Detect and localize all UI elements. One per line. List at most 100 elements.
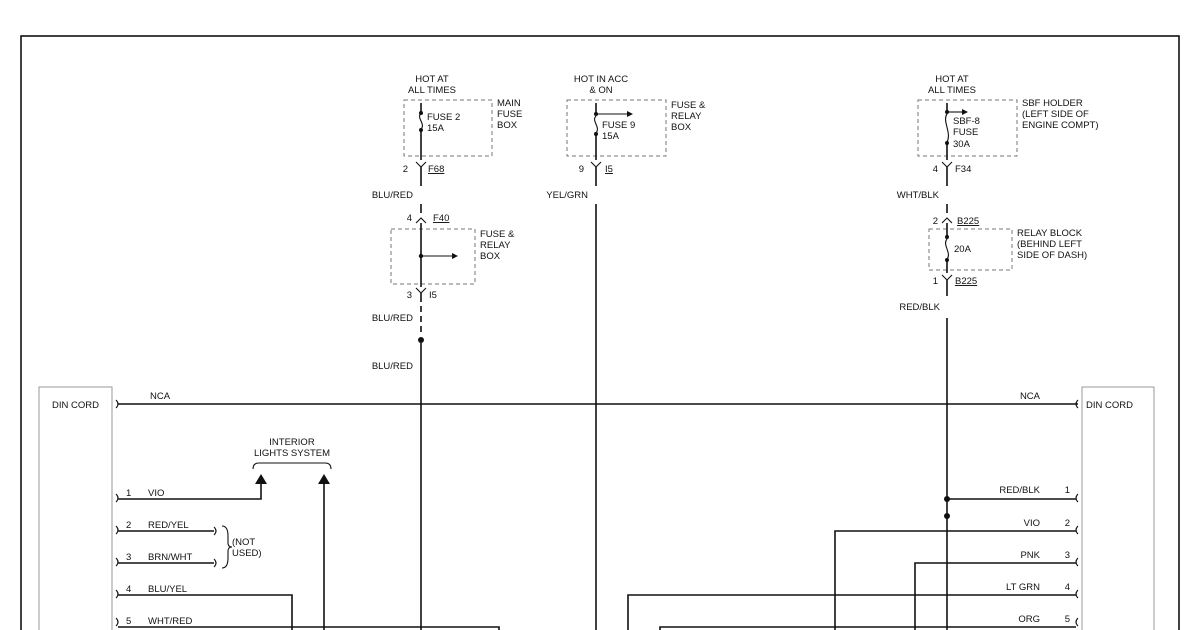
din-left-pin-3-num: 3 — [126, 552, 131, 563]
main-wire-mid: BLU/RED — [372, 313, 413, 324]
main-fuse-box-outline — [403, 99, 493, 157]
sbf-arrow-icon — [962, 109, 968, 115]
acc-source-title-1: HOT IN ACC — [574, 74, 628, 85]
acc-fuse-box-label-2: RELAY — [671, 111, 702, 122]
din-right-pin-4-wire: LT GRN — [1006, 582, 1040, 593]
din-right-pin-1-num: 1 — [1065, 485, 1070, 496]
relay-block-connector-bottom: B225 — [955, 276, 977, 287]
main-pin: 2 — [403, 164, 408, 175]
sbf-wire-low: RED/BLK — [899, 302, 940, 313]
fuse-9-label: FUSE 9 — [602, 120, 635, 131]
fuse-relay-box-outline — [390, 228, 476, 285]
relay-block-fuse-rating: 20A — [954, 244, 972, 255]
sbf-connector: F34 — [955, 164, 971, 175]
sbf-8-rating: 30A — [953, 139, 971, 150]
din-right-pin-3-num: 3 — [1065, 550, 1070, 561]
diagram-frame — [20, 35, 1180, 630]
main-source-title-1: HOT AT — [415, 74, 449, 85]
main-fuse-box-label-3: BOX — [497, 120, 518, 131]
acc-fuse-box-label-1: FUSE & — [671, 100, 706, 111]
sbf-8-type: FUSE — [953, 127, 978, 138]
connector-i5-acc-icon — [590, 161, 602, 168]
din-right-pin-2-num: 2 — [1065, 518, 1070, 529]
interior-lights-arrow-icon — [255, 474, 267, 484]
din-right-pin-1-wire: RED/BLK — [999, 485, 1040, 496]
din-right-nca: NCA — [1020, 391, 1041, 402]
fuse-relay-box-label-3: BOX — [480, 251, 501, 262]
connector-b225-top-icon — [941, 217, 953, 224]
not-used-brace — [221, 525, 233, 569]
relay-block-label-1: RELAY BLOCK — [1017, 228, 1083, 239]
sbf-wire-top: WHT/BLK — [897, 190, 940, 201]
acc-fuse-box-outline — [566, 99, 667, 157]
connector-i5-icon — [415, 287, 427, 294]
relay-block-pin-top: 2 — [933, 216, 938, 227]
sbf-holder-label-1: SBF HOLDER — [1022, 98, 1083, 109]
acc-arrow-icon — [627, 111, 633, 117]
din-cord-right-label: DIN CORD — [1086, 400, 1133, 411]
relay-arrow-icon — [452, 253, 458, 259]
fuse-relay-box-label-1: FUSE & — [480, 229, 515, 240]
din-left-pin-1-num: 1 — [126, 488, 131, 499]
din-right-pin-5-wire: ORG — [1018, 614, 1040, 625]
not-used-label-1: (NOT — [232, 537, 255, 548]
sbf-8-fuse-icon — [945, 113, 949, 143]
relay-box-pin-bottom: 3 — [407, 290, 412, 301]
relay-block-outline — [928, 228, 1013, 271]
interior-lights-label-1: INTERIOR — [269, 437, 315, 448]
din-right-pin-2-wire: VIO — [1024, 518, 1040, 529]
din-cord-left: DIN CORD NCA 1 VIO 2 RED/YEL 3 BRN/WHT (… — [38, 386, 1078, 630]
fuse-9-rating: 15A — [602, 131, 620, 142]
splice-point — [418, 337, 424, 343]
din-left-pin-3-wire: BRN/WHT — [148, 552, 193, 563]
relay-block-connector-top: B225 — [957, 216, 979, 227]
din-cord-right: DIN CORD NCA RED/BLK 1 VIO 2 PNK 3 LT GR… — [627, 386, 1155, 630]
sbf-8-label: SBF-8 — [953, 116, 980, 127]
relay-block-pin-bottom: 1 — [933, 276, 938, 287]
acc-fuse-box-label-3: BOX — [671, 122, 692, 133]
relay-block-label-2: (BEHIND LEFT — [1017, 239, 1082, 250]
sbf-source-title-1: HOT AT — [935, 74, 969, 85]
relay-box-connector-top: F40 — [433, 213, 449, 224]
fuse-9-icon — [594, 115, 598, 134]
fuse-2-label: FUSE 2 — [427, 112, 460, 123]
din-left-pin-4-wire: BLU/YEL — [148, 584, 187, 595]
acc-wire: YEL/GRN — [546, 190, 588, 201]
fuse-2-rating: 15A — [427, 123, 445, 134]
acc-fuse-source: HOT IN ACC & ON FUSE & RELAY BOX FUSE 9 … — [546, 74, 706, 630]
sbf-source-title-2: ALL TIMES — [928, 85, 976, 96]
relay-block-label-3: SIDE OF DASH) — [1017, 250, 1087, 261]
main-wire-top: BLU/RED — [372, 190, 413, 201]
sbf-holder-label-3: ENGINE COMPT) — [1022, 120, 1099, 131]
din-right-pin-4-num: 4 — [1065, 582, 1070, 593]
sbf-pin: 4 — [933, 164, 938, 175]
acc-source-title-2: & ON — [589, 85, 612, 96]
relay-box-connector-bottom: I5 — [429, 290, 437, 301]
din-left-pin-5-num: 5 — [126, 616, 131, 627]
din-left-nca: NCA — [150, 391, 171, 402]
sbf-holder-label-2: (LEFT SIDE OF — [1022, 109, 1089, 120]
main-fuse-box-label-1: MAIN — [497, 98, 521, 109]
main-fuse-box-label-2: FUSE — [497, 109, 522, 120]
fuse-2-icon — [419, 112, 423, 130]
din-left-pin-2-num: 2 — [126, 520, 131, 531]
not-used-label-2: USED) — [232, 548, 262, 559]
connector-f40-icon — [415, 217, 427, 224]
din-right-pin-3-wire: PNK — [1020, 550, 1040, 561]
interior-lights-system: INTERIOR LIGHTS SYSTEM — [252, 437, 332, 630]
din-left-pin-2-wire: RED/YEL — [148, 520, 189, 531]
sbf-splice-point-2 — [944, 513, 950, 519]
interior-lights-bracket — [252, 462, 332, 470]
fuse-20a-icon — [945, 238, 949, 260]
connector-b225-bottom-icon — [941, 274, 953, 281]
connector-f34-icon — [941, 161, 953, 168]
sbf-holder-source: HOT AT ALL TIMES SBF HOLDER (LEFT SIDE O… — [897, 74, 1099, 630]
din-cord-left-label: DIN CORD — [52, 400, 99, 411]
interior-lights-label-2: LIGHTS SYSTEM — [254, 448, 330, 459]
main-source-title-2: ALL TIMES — [408, 85, 456, 96]
din-left-pin-5-wire: WHT/RED — [148, 616, 192, 627]
acc-pin: 9 — [579, 164, 584, 175]
connector-f68-icon — [415, 161, 427, 168]
